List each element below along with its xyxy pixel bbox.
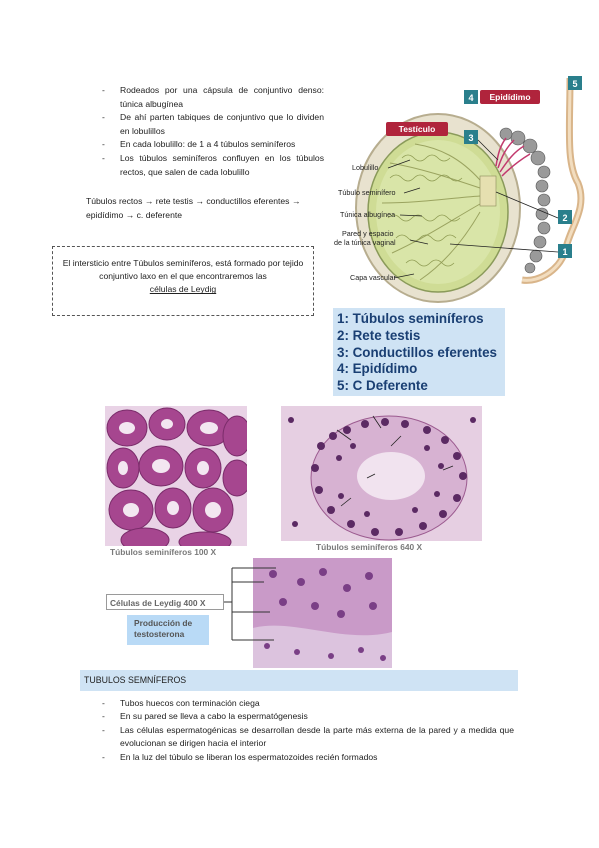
testiculo-label: Testículo: [399, 124, 436, 134]
testis-diagram: 4 Epidídimo 5 Testículo 3 2 1 Lobulillo …: [334, 76, 585, 303]
leydig-caption: Células de Leydig 400 X: [106, 594, 224, 610]
tubule-lumens: [118, 419, 221, 518]
legend-item: 4: Epidídimo: [337, 361, 418, 377]
badge-2-text: 2: [562, 213, 567, 223]
leydig-bracket: [224, 567, 276, 641]
caption-640x: Túbulos seminíferos 640 X: [316, 542, 423, 552]
micrograph-leydig-400x: [253, 558, 392, 668]
leydig-nuclei: [264, 568, 386, 661]
interstitium-text: El intersticio entre Túbulos seminíferos…: [62, 258, 304, 282]
bracket-lines: [224, 567, 276, 641]
list-item: Rodeados por una cápsula de conjuntivo d…: [102, 84, 324, 111]
testiculo-tag: [386, 122, 448, 136]
legend-item: 1: Túbulos seminíferos: [337, 311, 484, 326]
intro-bullet-list: Rodeados por una cápsula de conjuntivo d…: [102, 84, 324, 179]
diagram-labels: Lobulillo Túbulo seminífero Túnica albug…: [334, 163, 397, 282]
epididimo-tag: [480, 90, 540, 104]
epididimo-label: Epidídimo: [489, 92, 530, 102]
efferent-ductules: [495, 137, 531, 177]
label-pared-espacio: Pared y espacio: [342, 229, 394, 238]
list-item: En cada lobulillo: de 1 a 4 túbulos semi…: [102, 138, 324, 152]
leydig-cells-link[interactable]: células de Leydig: [149, 284, 217, 295]
micrograph-100x: [105, 406, 247, 546]
list-item: Las células espermatogénicas se desarrol…: [102, 724, 514, 751]
legend-item: 3: Conductillos eferentes: [337, 344, 497, 360]
septa: [381, 143, 481, 281]
label-tunica-albuginea: Túnica albugínea: [340, 210, 395, 219]
badge-1: 1: [558, 244, 572, 258]
testis-inner: [376, 140, 500, 284]
list-item: Tubos huecos con terminación ciega: [102, 697, 514, 711]
legend-item: 2: Rete testis: [337, 327, 421, 343]
tubule-region: [253, 625, 392, 668]
testosterone-note: Producción de testosterona: [127, 615, 209, 645]
label-tunica-vaginal: de la túnica vaginal: [334, 238, 396, 247]
badge-3: 3: [464, 130, 478, 144]
badge-2: 2: [558, 210, 572, 224]
label-lobulillo: Lobulillo: [352, 163, 378, 172]
legend-item: 5: C Deferente: [337, 378, 428, 394]
epididymis-coils: [499, 127, 551, 274]
vas-deferens-inner: [521, 77, 583, 282]
badge-4-text: 4: [468, 93, 473, 103]
nuclei: [288, 417, 476, 536]
rete-testis: [479, 175, 497, 207]
badge-5-text: 5: [572, 79, 577, 89]
list-item: En la luz del túbulo se liberan los espe…: [102, 751, 514, 765]
badge-1-text: 1: [562, 247, 567, 257]
leader-line: [477, 139, 499, 161]
label-tubulo-seminifero: Túbulo seminífero: [338, 188, 396, 197]
caption-100x: Túbulos seminíferos 100 X: [110, 547, 217, 557]
seminiferous-tubules: [387, 154, 463, 267]
duct-route-text: Túbulos rectos → rete testis → conductil…: [86, 196, 301, 220]
leader-line: [495, 191, 559, 219]
interstitium-note-box: El intersticio entre Túbulos seminíferos…: [52, 246, 314, 316]
label-leaders: [387, 159, 429, 279]
annotation-arrows: [336, 415, 454, 507]
list-item: En su pared se lleva a cabo la espermató…: [102, 710, 514, 724]
testo-line-2: testosterona: [134, 629, 185, 639]
badge-5: 5: [568, 76, 582, 90]
testo-line-1: Producción de: [134, 618, 193, 628]
label-capa-vascular: Capa vascular: [350, 273, 397, 282]
tubule-lumen: [357, 452, 425, 500]
section-title: TUBULOS SEMNÍFEROS: [80, 670, 518, 691]
section-bullet-list: Tubos huecos con terminación ciega En su…: [102, 697, 514, 764]
list-item: Los túbulos seminíferos confluyen en los…: [102, 152, 324, 179]
badge-3-text: 3: [468, 133, 473, 143]
badge-4: 4: [464, 90, 478, 104]
leader-line: [449, 243, 559, 253]
micrograph-640x: [281, 406, 482, 541]
list-item: De ahí parten tabiques de conjuntivo que…: [102, 111, 324, 138]
diagram-legend: 1: Túbulos seminíferos 2: Rete testis 3:…: [333, 308, 505, 396]
